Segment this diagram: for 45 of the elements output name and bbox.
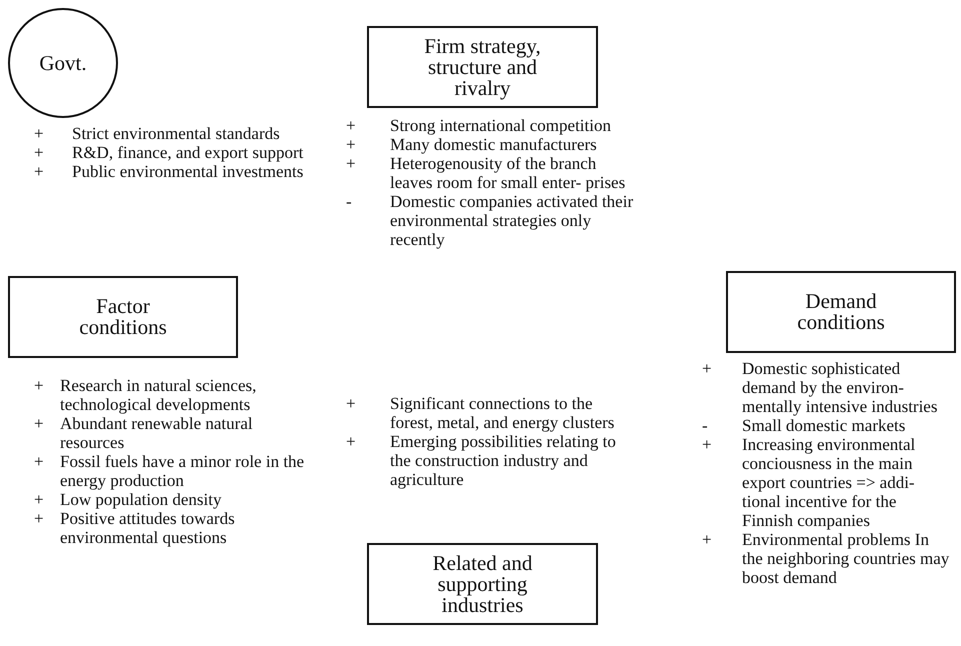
factor-item: Strong international competition (390, 116, 612, 135)
bullet-sign: + (346, 116, 356, 135)
category-box (367, 543, 598, 625)
factor-item: Increasing environmental conciousness in the main export countries => addi- tional incentive for the Finnish companies (742, 435, 916, 530)
factor-item: Public environmental investments (72, 162, 304, 181)
factor-item: Significant connections to the forest, metal, and energy clusters (390, 394, 616, 432)
bullet-sign: + (702, 359, 712, 378)
category-box (8, 276, 238, 358)
bullet-sign: + (346, 432, 356, 451)
factor-item: R&D, finance, and export support (72, 143, 304, 162)
node-title: Govt. (39, 52, 87, 74)
category-box (367, 26, 598, 108)
node-title: Demand conditions (796, 291, 886, 333)
bullet-sign: + (34, 509, 44, 528)
category-box (726, 271, 956, 353)
bullet-sign: + (34, 143, 44, 162)
factor-item: Research in natural sciences, technological developments (60, 376, 258, 414)
factor-item: Fossil fuels have a minor role in the energy production (60, 452, 306, 490)
bullet-sign: + (346, 135, 356, 154)
bullet-sign: + (34, 162, 44, 181)
factor-item: Domestic companies activated their environmental strategies only recently (390, 192, 634, 249)
node-title: Factor conditions (78, 296, 168, 338)
factor-item: Strict environmental standards (72, 124, 281, 143)
bullet-sign: + (34, 124, 44, 143)
node-title: Related and supporting industries (432, 552, 534, 616)
factor-item: Low population density (60, 490, 222, 509)
bullet-sign: + (34, 490, 44, 509)
factor-item: Domestic sophisticated demand by the environ- mentally intensive industries (742, 359, 938, 416)
factor-item: Environmental problems In the neighboring countries may boost demand (742, 530, 950, 587)
factor-item: Many domestic manufacturers (390, 135, 598, 154)
factor-item: Emerging possibilities relating to the construction industry and agriculture (390, 432, 617, 489)
bullet-sign: + (702, 530, 712, 549)
factor-item: Heterogenousity of the branch leaves room for small enter- prises (390, 154, 626, 192)
factor-item: Small domestic markets (742, 416, 906, 435)
bullet-sign: + (34, 376, 44, 395)
bullet-sign: - (346, 192, 352, 211)
bullet-sign: + (34, 452, 44, 471)
bullet-sign: + (346, 154, 356, 173)
factor-item: Abundant renewable natural resources (60, 414, 254, 452)
bullet-sign: - (702, 416, 708, 435)
node-title: Firm strategy, structure and rivalry (423, 36, 542, 98)
factor-item: Positive attitudes towards environmental questions (60, 509, 236, 547)
bullet-sign: + (702, 435, 712, 454)
bullet-sign: + (34, 414, 44, 433)
bullet-sign: + (346, 394, 356, 413)
